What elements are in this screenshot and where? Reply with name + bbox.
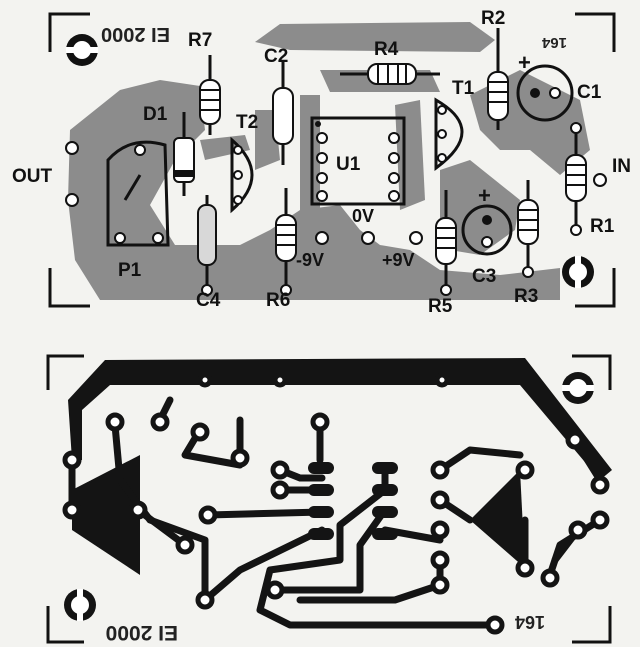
top-brand-mark: EI 2000: [101, 23, 170, 45]
c2-capacitor: [272, 62, 294, 165]
t1-transistor: [434, 97, 464, 171]
bottom-corner-marks: [46, 354, 612, 644]
label-u1: U1: [336, 154, 361, 175]
resistors: [199, 28, 587, 292]
top-labels: R7 C2 R4 R2 T1 C1 + D1 T2 U1 OUT IN R1 0…: [12, 8, 631, 317]
label-c3: C3: [472, 266, 496, 287]
label-c1-plus: +: [518, 50, 531, 75]
label-r6: R6: [266, 290, 290, 311]
bottom-mounting-hole-bl: [64, 589, 96, 621]
label-r7: R7: [188, 30, 212, 51]
bottom-mounting-hole-tr: [562, 372, 594, 404]
label-c3-plus: +: [478, 183, 491, 208]
d1-diode: [173, 112, 195, 196]
label-minus9v: -9V: [296, 250, 324, 270]
bottom-brand-mark: EI 2000: [106, 621, 178, 644]
t2-transistor: [230, 136, 254, 214]
label-d1: D1: [143, 104, 168, 125]
label-in: IN: [612, 156, 631, 177]
label-r5: R5: [428, 296, 453, 317]
label-p1: P1: [118, 260, 142, 281]
label-plus9v: +9V: [382, 250, 415, 270]
top-corner-marks: [48, 12, 616, 308]
c4-capacitor: [197, 195, 217, 290]
label-r3: R3: [514, 286, 538, 307]
component-side-layout: EI 2000 164 R7 C2 R4 R2 T1 C1 + D1 T2 U1…: [12, 8, 631, 317]
label-t2: T2: [236, 112, 258, 133]
bottom-pads: [62, 372, 610, 635]
label-c4: C4: [196, 290, 221, 311]
c1-capacitor: [516, 64, 574, 122]
label-c2: C2: [264, 46, 288, 67]
p1-potentiometer: [106, 140, 170, 247]
label-r1: R1: [590, 216, 615, 237]
top-mounting-hole-tl: [66, 34, 98, 66]
label-r4: R4: [374, 39, 399, 60]
label-t1: T1: [452, 78, 475, 99]
label-r2: R2: [481, 8, 505, 29]
copper-side-layout: EI 2000 164: [46, 354, 612, 644]
u1-ic-outline: [310, 116, 406, 206]
bottom-board-code: 164: [515, 612, 545, 632]
label-c1: C1: [577, 82, 602, 103]
top-board-code: 164: [541, 34, 567, 51]
c3-capacitor: [461, 204, 513, 256]
top-mounting-hole-br: [562, 256, 594, 288]
label-0v: 0V: [352, 206, 374, 226]
label-out: OUT: [12, 166, 53, 187]
top-pads: [65, 122, 607, 296]
